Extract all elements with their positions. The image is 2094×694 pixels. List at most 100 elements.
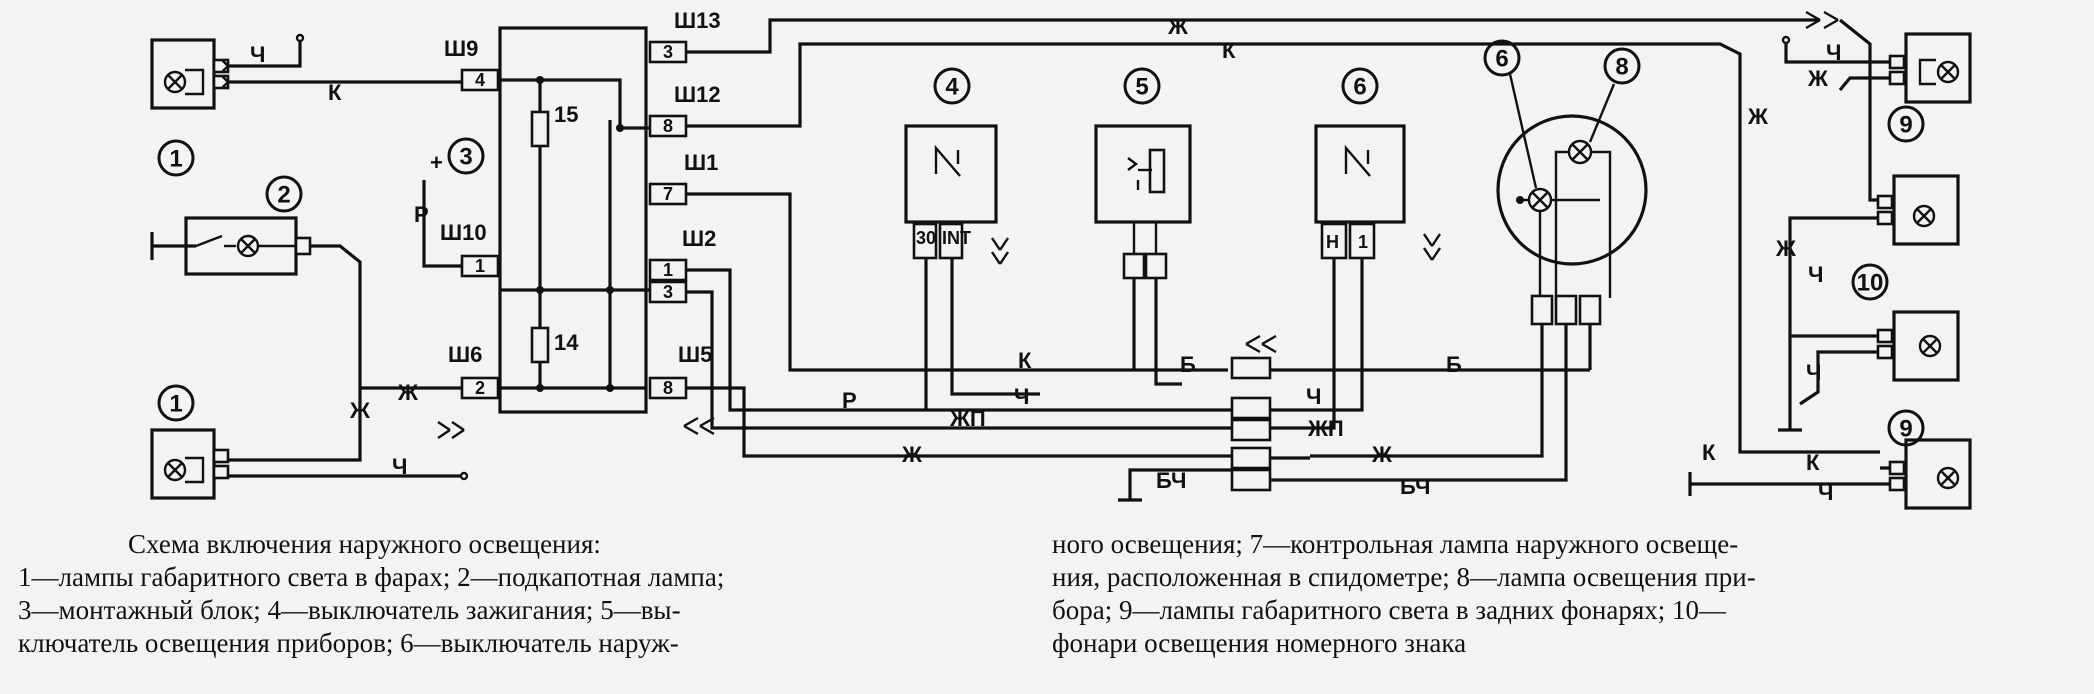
svg-text:Ч: Ч [1306,384,1321,409]
component-number-7: 6 [1483,39,1521,77]
svg-text:Ч: Ч [1014,384,1029,409]
component-number-3: 3 [447,137,485,175]
svg-text:5: 5 [1135,74,1148,101]
connector-sh5: Ш5 [678,342,712,367]
svg-text:Ч: Ч [1808,262,1823,287]
svg-text:К: К [1018,348,1032,373]
caption-line: ния, расположенная в спидометре; 8—лампа… [1052,562,1756,592]
fuse-label-15: 15 [554,102,578,127]
caption-line: ного освещения; 7—контрольная лампа нару… [1052,529,1739,559]
svg-text:К: К [328,80,342,105]
svg-text:4: 4 [475,70,485,90]
rear-lamp-bottom [1888,438,1972,510]
figure-caption-left: Схема включения наружного освещения: 1—л… [18,528,1038,660]
svg-text:Б: Б [1446,352,1462,377]
connector-sh10: Ш10 [440,220,487,245]
headlamp-bottom-left [150,428,230,500]
component-number-9-top: 9 [1887,105,1925,143]
svg-text:БЧ: БЧ [1400,474,1430,499]
svg-text:Р: Р [842,388,857,413]
svg-text:Ж: Ж [1807,66,1828,91]
svg-text:Ж: Ж [1167,14,1188,39]
svg-text:4: 4 [945,74,959,101]
svg-text:Ж: Ж [1775,236,1796,261]
component-number-6: 6 [1341,67,1379,105]
svg-text:7: 7 [663,184,673,204]
connector-sh2: Ш2 [682,226,716,251]
fuse-14 [530,326,550,364]
svg-text:К: К [1806,450,1820,475]
figure-caption-right: ного освещения; 7—контрольная лампа нару… [1052,528,2082,660]
svg-text:К: К [1222,38,1236,63]
number-plate-lamp-top [1876,174,1960,246]
connector-sh12: Ш12 [674,82,721,107]
svg-text:1: 1 [663,260,673,280]
svg-text:Б: Б [1180,352,1196,377]
number-plate-lamp-bottom [1876,310,1960,382]
svg-text:9: 9 [1899,112,1912,139]
fuse-15 [530,110,550,148]
terminal-30: 30 [916,228,936,248]
caption-line: ключатель освещения приборов; 6—выключат… [18,628,679,658]
svg-text:БЧ: БЧ [1156,468,1186,493]
connector-sh9: Ш9 [444,36,478,61]
svg-text:3: 3 [663,282,673,302]
svg-text:К: К [1702,440,1716,465]
svg-text:Ж: Ж [349,398,370,423]
svg-text:6: 6 [1495,46,1508,73]
svg-text:Ж: Ж [397,380,418,405]
connector-sh6: Ш6 [448,342,482,367]
svg-text:3: 3 [459,144,472,171]
svg-text:+: + [430,150,443,175]
component-number-5: 5 [1123,67,1161,105]
component-number-1-top: 1 [157,139,195,177]
terminal-1: 1 [1358,232,1368,252]
caption-line: бора; 9—лампы габаритного света в задних… [1052,595,1727,625]
svg-text:8: 8 [663,116,673,136]
caption-line: 3—монтажный блок; 4—выключатель зажигани… [18,595,681,625]
component-number-9-bottom: 9 [1887,409,1925,447]
svg-text:9: 9 [1899,416,1912,443]
svg-text:ЖП: ЖП [1307,416,1344,441]
caption-line: фонари освещения номерного знака [1052,628,1467,658]
wiring-diagram: 1 1 2 15 14 [150,8,1972,510]
terminal-int: INT [942,228,971,248]
exterior-lighting-switch [1310,124,1406,430]
connector-sh13: Ш13 [674,8,721,33]
svg-text:Ч: Ч [250,42,265,67]
fuse-label-14: 14 [554,330,579,355]
speedometer [1310,114,1648,458]
component-number-4: 4 [933,67,971,105]
svg-text:Ч: Ч [1826,40,1841,65]
mounting-block [498,26,670,414]
svg-text:2: 2 [277,182,290,209]
svg-text:Ч: Ч [1818,480,1833,505]
ignition-switch [904,124,1040,410]
terminal-n: Н [1326,232,1339,252]
svg-text:Ж: Ж [1747,104,1768,129]
rear-lamp-top [1888,32,1972,104]
caption-line: 1—лампы габаритного света в фарах; 2—под… [18,562,725,592]
svg-text:Ч: Ч [1806,360,1821,385]
svg-text:1: 1 [475,256,485,276]
instrument-lighting-switch [1094,124,1192,386]
component-number-10: 10 [1851,263,1889,301]
svg-text:10: 10 [1857,270,1884,297]
svg-text:6: 6 [1353,74,1366,101]
svg-text:Ж: Ж [901,442,922,467]
svg-text:ЖП: ЖП [949,406,986,431]
component-number-2: 2 [265,175,303,213]
svg-text:8: 8 [663,378,673,398]
svg-text:3: 3 [663,42,673,62]
svg-text:Ч: Ч [392,454,407,479]
svg-text:8: 8 [1615,54,1628,81]
svg-text:1: 1 [169,391,182,418]
component-number-1-bottom: 1 [157,384,195,422]
underhood-lamp [150,216,312,276]
component-number-8: 8 [1603,47,1641,85]
svg-text:2: 2 [475,378,485,398]
caption-title: Схема включения наружного освещения: [128,529,601,559]
svg-text:Ж: Ж [1371,442,1392,467]
connector-sh1: Ш1 [684,150,718,175]
component-label: 1 [169,146,182,173]
